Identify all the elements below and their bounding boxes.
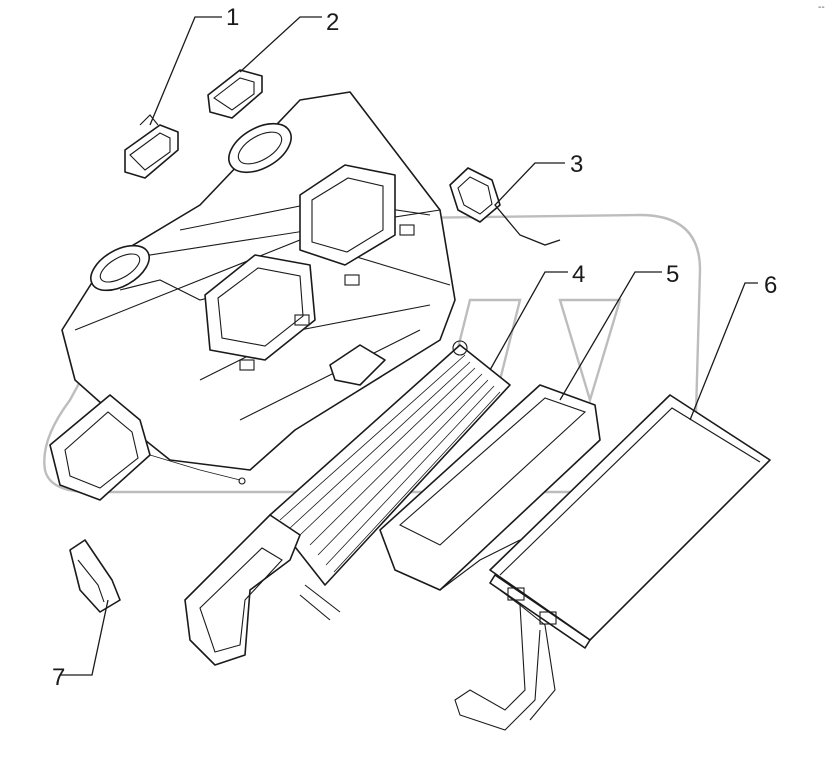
part-5-duct bbox=[379, 384, 601, 591]
leader-5 bbox=[559, 271, 662, 401]
callout-2: 2 bbox=[326, 9, 339, 36]
part-6-heater-core bbox=[454, 394, 771, 731]
callout-3: 3 bbox=[570, 151, 583, 178]
leader-2 bbox=[239, 16, 322, 73]
corner-mark: -- bbox=[818, 2, 825, 13]
part-4-evaporator bbox=[184, 340, 511, 666]
leader-4 bbox=[489, 271, 568, 371]
callout-4: 4 bbox=[572, 261, 585, 288]
part-7-bracket bbox=[69, 539, 121, 613]
callout-7: 7 bbox=[52, 664, 65, 691]
leader-6 bbox=[689, 282, 758, 421]
callout-6: 6 bbox=[764, 272, 777, 299]
part-2-actuator bbox=[207, 69, 263, 119]
leader-1 bbox=[149, 16, 222, 126]
leader-3 bbox=[494, 162, 565, 246]
hvac-housing bbox=[49, 91, 456, 501]
callout-1: 1 bbox=[226, 4, 239, 31]
part-3-actuator bbox=[449, 167, 501, 223]
leader-7 bbox=[60, 599, 109, 676]
callout-5: 5 bbox=[666, 261, 679, 288]
part-1-actuator bbox=[124, 114, 179, 179]
leader-lines bbox=[60, 16, 758, 676]
